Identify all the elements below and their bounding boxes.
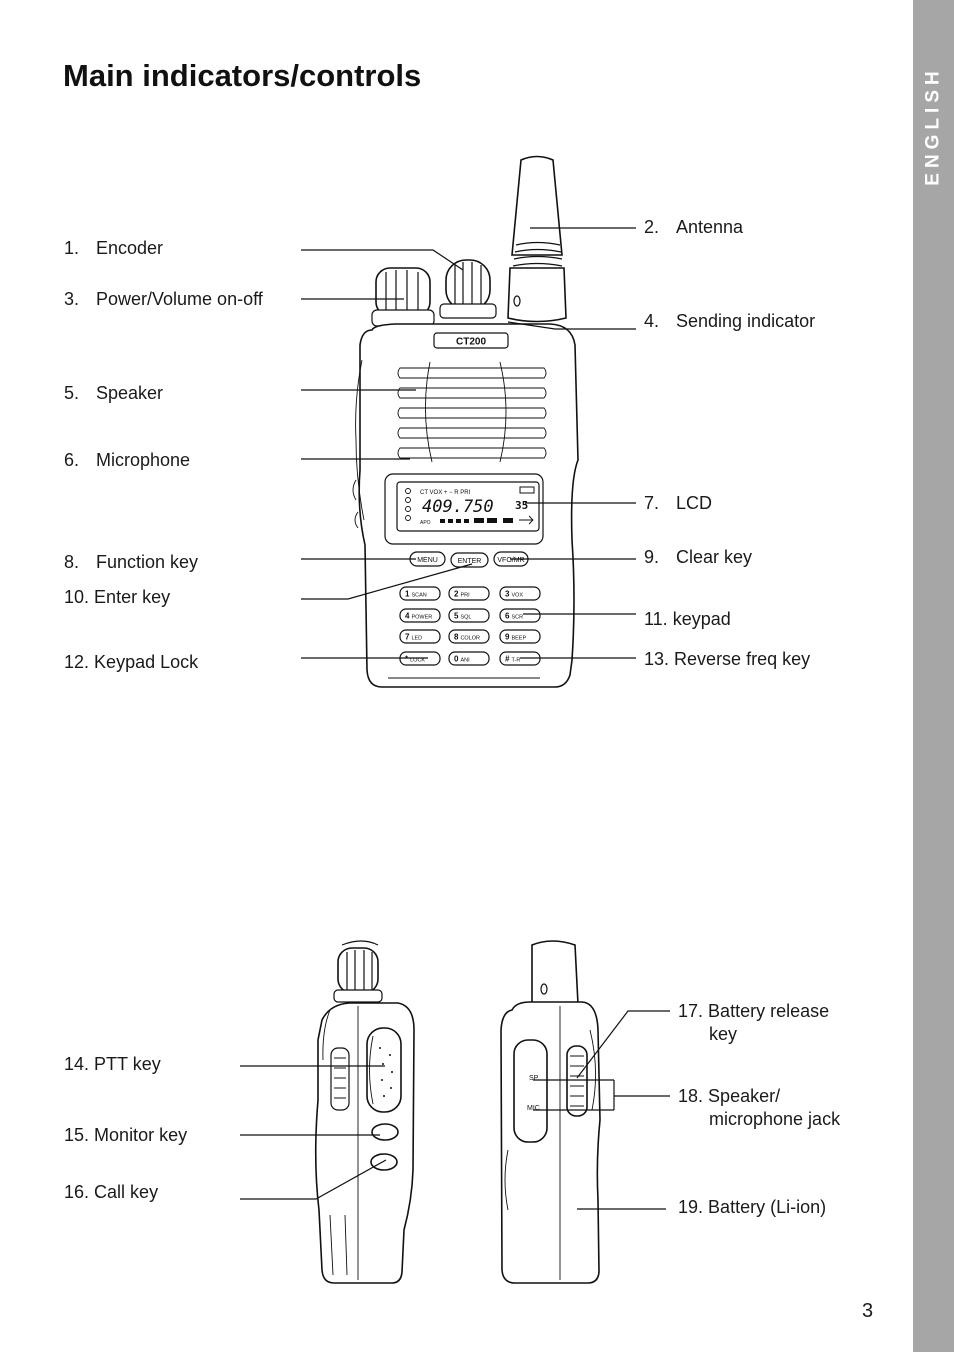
- leader-lines: [240, 227, 670, 1210]
- jack-sp-label: SP: [529, 1075, 539, 1082]
- monitor-key[interactable]: [371, 1123, 399, 1141]
- label-microphone: 6.Microphone: [64, 450, 191, 470]
- label-speaker: 5.Speaker: [64, 383, 164, 403]
- label-battery: 19. Battery (Li-ion): [678, 1197, 827, 1217]
- label-keypad-lock: 12. Keypad Lock: [64, 652, 199, 672]
- keypad-key-outline: [448, 586, 490, 601]
- keypad-key-outline: [448, 608, 490, 623]
- label-power-volume: 3.Power/Volume on-off: [64, 289, 263, 309]
- radio-left-side-view: [314, 940, 415, 1284]
- keypad-key-outline: [499, 586, 541, 601]
- label-speaker-mic-jack: 18. Speaker/microphone jack: [678, 1086, 841, 1129]
- side-rail: [330, 1047, 350, 1111]
- function-buttons: MENU ENTER VFO/MR: [409, 551, 529, 568]
- side-tab: [913, 0, 954, 1352]
- label-encoder: 1.Encoder: [64, 238, 164, 258]
- keypad-key-outline: [448, 629, 490, 644]
- label-keypad: 11. keypad: [644, 609, 731, 629]
- radio-front-view: CT200 CT VOX + − R PRI 409.750 35 APO: [352, 155, 579, 688]
- battery-release-key[interactable]: [566, 1045, 588, 1117]
- label-reverse-freq-key: 13. Reverse freq key: [644, 649, 811, 669]
- page-title: Main indicators/controls: [63, 58, 422, 93]
- label-call-key: 16. Call key: [64, 1182, 159, 1202]
- label-enter-key: 10. Enter key: [64, 587, 171, 607]
- label-function-key: 8.Function key: [64, 552, 199, 572]
- lcd-frequency: 409.750: [422, 497, 494, 517]
- page-number: 3: [862, 1300, 874, 1322]
- label-ptt-key: 14. PTT key: [64, 1054, 161, 1074]
- lcd-display: CT VOX + − R PRI 409.750 35 APO: [384, 473, 544, 545]
- speaker-grille: [397, 361, 547, 463]
- label-clear-key: 9.Clear key: [644, 547, 753, 567]
- keypad-key-outline: [399, 629, 441, 644]
- keypad-key-outline: [399, 586, 441, 601]
- jack-mic-label: MIC: [527, 1105, 540, 1112]
- model-label: CT200: [456, 337, 486, 348]
- side-encoder-knob: [333, 947, 383, 1003]
- speaker-mic-jack-cover: [513, 1039, 548, 1143]
- keypad-key-outline: [399, 608, 441, 623]
- svg-text:CT VOX + − R PRI: CT VOX + − R PRI: [420, 490, 471, 496]
- enter-button-label: ENTER: [458, 558, 482, 565]
- keypad-key-outline: [499, 608, 541, 623]
- label-sending-indicator: 4.Sending indicator: [644, 311, 816, 331]
- call-key[interactable]: [370, 1153, 398, 1171]
- keypad-key-label: *LOCK: [405, 655, 425, 664]
- keypad-key-outline: [499, 629, 541, 644]
- label-monitor-key: 15. Monitor key: [64, 1125, 188, 1145]
- radio-right-side-view: SP MIC: [500, 940, 601, 1284]
- keypad-key-outline: [448, 651, 490, 666]
- enter-button[interactable]: [450, 552, 489, 568]
- label-lcd: 7.LCD: [644, 493, 713, 513]
- encoder-knob: [439, 259, 497, 319]
- antenna: [507, 155, 567, 323]
- ptt-key[interactable]: [366, 1027, 402, 1113]
- keypad-key-label: #T-R: [505, 655, 520, 664]
- svg-text:APO: APO: [420, 520, 431, 526]
- lcd-channel: 35: [515, 499, 528, 512]
- menu-button-label: MENU: [417, 557, 438, 564]
- label-antenna: 2.Antenna: [644, 217, 744, 237]
- model-plate: [433, 332, 509, 349]
- volume-knob: [371, 267, 435, 327]
- vfo-mr-button-label: VFO/MR: [497, 557, 524, 564]
